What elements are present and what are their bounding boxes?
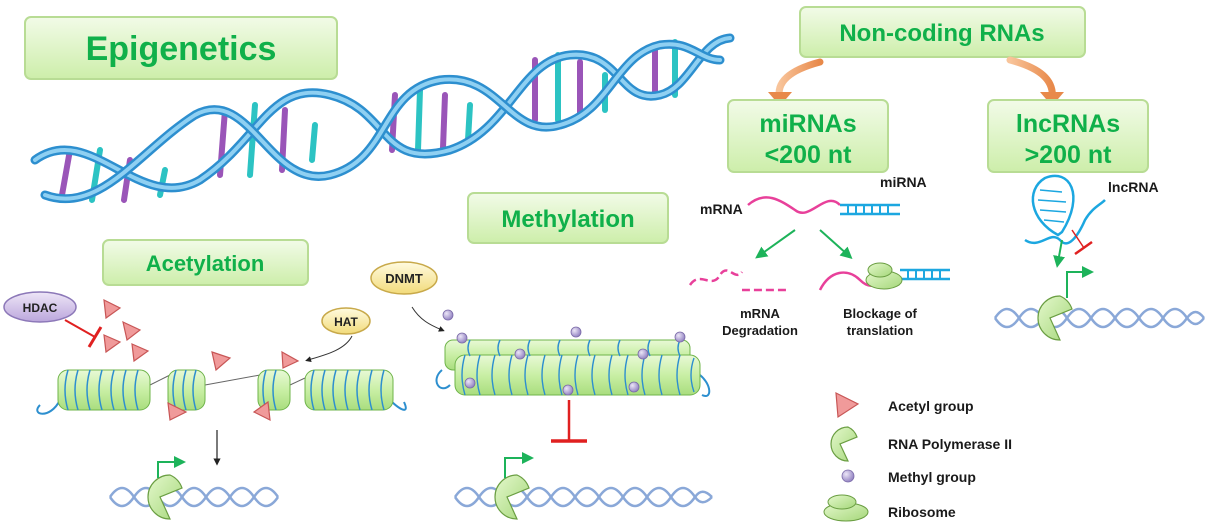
silenced-gene-dna <box>453 452 713 520</box>
mirna-pathway: mRNA miRNA mRNA Degradation Blockage of … <box>688 174 950 338</box>
methylation-inhibition <box>551 400 587 443</box>
acetylation-title: Acetylation <box>146 251 265 276</box>
blockage-line-1: Blockage of <box>843 306 917 321</box>
hdac-inhibition <box>64 319 103 348</box>
bound-acetyl-groups <box>167 350 300 422</box>
transcription-arrow <box>1066 266 1094 298</box>
rna-polymerase-icon <box>147 474 183 520</box>
nucleosome <box>167 369 206 411</box>
blockage-line-2: translation <box>847 323 914 338</box>
degradation-line-1: mRNA <box>740 306 780 321</box>
dnmt-arrow <box>411 306 445 332</box>
rna-polymerase-icon <box>1037 295 1073 341</box>
mrna-label: mRNA <box>700 201 743 217</box>
rna-polymerase-icon <box>830 426 858 462</box>
epigenetics-title: Epigenetics <box>86 30 277 68</box>
free-acetyl-groups <box>103 298 150 363</box>
legend-item-methyl: Methyl group <box>841 469 976 485</box>
nucleosome <box>304 369 394 411</box>
mirnas-box: miRNAs <200 nt <box>727 99 889 173</box>
transcription-arrow <box>157 456 186 478</box>
dna-helix-illustration <box>30 33 735 204</box>
nucleosome <box>57 369 151 411</box>
non-coding-rnas-title: Non-coding RNAs <box>839 20 1044 47</box>
mirna-label: miRNA <box>880 174 927 190</box>
hat-label: HAT <box>334 315 358 329</box>
legend-label: Acetyl group <box>888 398 974 414</box>
acetylation-box: Acetylation <box>102 239 309 286</box>
methylation-title: Methylation <box>501 206 634 233</box>
dnmt-label: DNMT <box>385 271 423 286</box>
dnmt-enzyme: DNMT <box>370 261 438 295</box>
methylation-box: Methylation <box>467 192 669 244</box>
lncrnas-label: lncRNAs <box>1016 110 1120 138</box>
degradation-line-2: Degradation <box>722 323 798 338</box>
hat-arrow <box>305 335 353 363</box>
hdac-label: HDAC <box>23 301 58 315</box>
lncrnas-box: lncRNAs >200 nt <box>987 99 1149 173</box>
mirnas-label: miRNAs <box>759 110 856 138</box>
methyl-group-icon <box>841 469 855 483</box>
lncrnas-size: >200 nt <box>1025 141 1113 169</box>
epigenetics-title-box: Epigenetics <box>24 16 338 80</box>
legend-label: Ribosome <box>888 504 956 520</box>
hat-enzyme: HAT <box>321 307 371 335</box>
methyl-groups <box>442 309 686 396</box>
ribosome-icon <box>823 494 869 522</box>
nucleosome <box>257 369 291 411</box>
active-gene-dna-1 <box>108 456 280 520</box>
lncrna-label: lncRNA <box>1108 179 1159 195</box>
rna-polymerase-icon <box>494 474 530 520</box>
hdac-enzyme: HDAC <box>3 291 77 323</box>
non-coding-rnas-box: Non-coding RNAs <box>799 6 1086 58</box>
legend-item-ribosome: Ribosome <box>823 494 956 522</box>
legend: Acetyl group RNA Polymerase II Methyl gr… <box>823 391 1012 522</box>
legend-item-polymerase: RNA Polymerase II <box>830 426 1012 462</box>
closed-chromatin <box>435 309 711 397</box>
legend-label: RNA Polymerase II <box>888 436 1012 452</box>
mirnas-size: <200 nt <box>765 141 853 169</box>
legend-item-acetyl: Acetyl group <box>835 391 974 419</box>
ribosome-icon <box>865 262 903 290</box>
open-chromatin <box>36 350 407 422</box>
acetyl-group-icon <box>835 391 860 419</box>
legend-label: Methyl group <box>888 469 976 485</box>
lncrna-pathway: lncRNA <box>993 174 1205 341</box>
transcription-arrow <box>504 452 534 478</box>
